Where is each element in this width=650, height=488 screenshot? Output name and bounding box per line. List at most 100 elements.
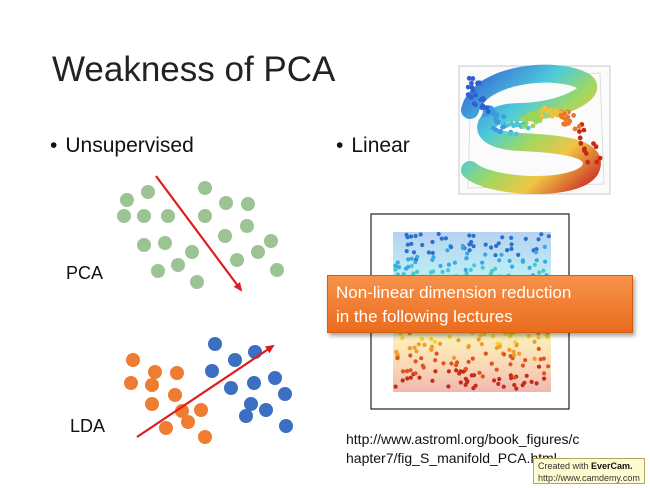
projection-point — [437, 341, 443, 346]
projection-point — [440, 269, 445, 274]
projection-point — [400, 369, 406, 374]
source-url[interactable]: http://www.astroml.org/book_figures/c ha… — [346, 430, 579, 468]
projection-point — [416, 342, 421, 347]
projection-point — [500, 235, 505, 240]
lda-orange-points — [124, 353, 212, 444]
s-curve-point — [498, 129, 503, 135]
blue-point — [244, 397, 258, 411]
projection-point — [541, 268, 546, 273]
projection-point — [507, 258, 512, 263]
watermark-brand: EverCam. — [591, 461, 633, 471]
projection-point — [542, 371, 547, 376]
projection-point — [496, 241, 501, 246]
s-curve-point — [571, 113, 576, 118]
s-curve-point — [597, 155, 603, 161]
projection-point — [458, 380, 463, 385]
projection-point — [452, 260, 457, 265]
s-curve-point — [520, 115, 526, 121]
projection-point — [491, 334, 496, 339]
projection-point — [512, 382, 517, 388]
projection-point — [463, 267, 468, 272]
s-curve-point — [466, 75, 472, 81]
projection-point — [395, 260, 400, 265]
s-curve-point — [500, 120, 505, 126]
projection-point — [413, 233, 418, 239]
s-curve-point — [477, 80, 482, 86]
projection-point — [432, 339, 437, 344]
projection-point — [536, 237, 541, 242]
projection-point — [526, 334, 531, 339]
green-point — [117, 209, 131, 223]
callout-line-1: Non-linear dimension reduction — [336, 283, 572, 302]
s-curve-point — [535, 113, 541, 118]
source-url-line-2[interactable]: hapter7/fig_S_manifold_PCA.html — [346, 450, 557, 466]
orange-point — [181, 415, 195, 429]
projection-point — [520, 383, 525, 388]
projection-point — [483, 252, 488, 257]
projection-point — [480, 260, 485, 265]
projection-point — [429, 336, 434, 341]
s-curve-point — [485, 109, 491, 115]
projection-point — [539, 232, 544, 237]
projection-point — [415, 254, 420, 259]
s-curve-point — [525, 125, 531, 131]
projection-point — [542, 376, 547, 381]
projection-point — [413, 371, 418, 376]
s-curve-point — [594, 159, 600, 165]
projection-point — [408, 346, 413, 351]
projection-point — [536, 346, 541, 351]
projection-point — [532, 339, 537, 344]
pca-direction-arrow — [155, 175, 243, 292]
projection-point — [544, 333, 549, 338]
projection-point — [532, 356, 537, 361]
projection-point — [421, 365, 426, 370]
blue-point — [208, 337, 222, 351]
s-curve-point — [559, 114, 565, 120]
projection-point — [497, 258, 502, 263]
source-url-line-1[interactable]: http://www.astroml.org/book_figures/c — [346, 431, 580, 447]
projection-point — [467, 242, 472, 247]
projection-point — [534, 258, 539, 263]
s-curve-point — [494, 112, 500, 118]
s-curve-point — [554, 112, 560, 118]
blue-point — [278, 387, 292, 401]
projection-point — [467, 248, 472, 253]
s-curve-point — [490, 111, 496, 117]
green-point — [171, 258, 185, 272]
s-curve-point — [566, 121, 571, 126]
s-curve-point — [562, 111, 568, 117]
projection-point — [464, 256, 469, 261]
projection-point — [482, 332, 487, 337]
projection-point — [466, 359, 471, 364]
s-curve-point — [582, 148, 587, 154]
projection-point — [406, 257, 411, 262]
green-point — [185, 245, 199, 259]
projection-point — [508, 373, 513, 378]
projection-point — [417, 375, 422, 380]
projection-point — [541, 356, 546, 361]
projection-point — [404, 249, 409, 254]
projection-point — [508, 334, 513, 339]
projection-point — [405, 242, 410, 247]
projection-point — [430, 239, 435, 245]
projection-point — [445, 248, 450, 253]
orange-point — [168, 388, 182, 402]
projection-point — [411, 271, 416, 276]
green-point — [218, 229, 232, 243]
slide-title: Weakness of PCA — [52, 50, 336, 89]
projection-point — [465, 251, 470, 256]
projection-point — [393, 263, 398, 268]
projection-point — [523, 236, 528, 241]
projection-point — [509, 242, 514, 247]
bullet-text: Linear — [351, 134, 410, 157]
projection-point — [543, 259, 548, 264]
bullet-text: Unsupervised — [65, 134, 194, 157]
projection-point — [494, 243, 499, 248]
projection-point — [523, 358, 528, 363]
projection-point — [520, 259, 526, 264]
bullet-linear: •Linear — [336, 134, 410, 158]
projection-point — [404, 232, 409, 237]
s-curve-point — [480, 103, 486, 109]
s-curve-point — [572, 126, 578, 132]
orange-point — [194, 403, 208, 417]
